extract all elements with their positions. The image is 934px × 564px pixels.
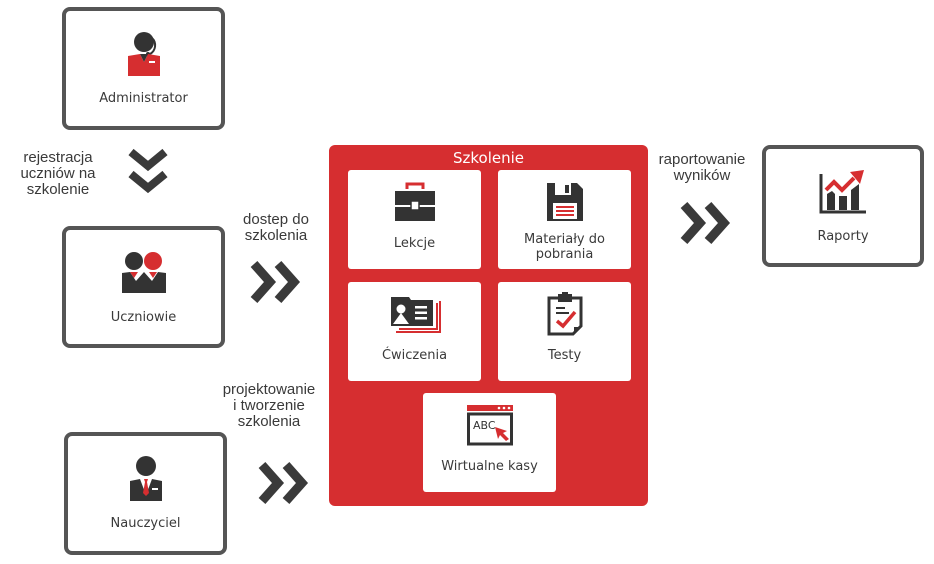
- actor-label: Administrator: [99, 91, 188, 106]
- module-label: Wirtualne kasy: [441, 459, 538, 474]
- actor-teacher: Nauczyciel: [64, 432, 227, 555]
- double-chevron-right-icon: [250, 261, 301, 303]
- browser-abc-cursor-icon: ABC: [460, 403, 520, 447]
- module-label: Ćwiczenia: [382, 348, 447, 363]
- flow-label-line: projektowanie: [222, 381, 316, 398]
- flow-label-reporting: raportowanie wyników: [652, 152, 752, 184]
- flow-label-design: projektowanie i tworzenie szkolenia: [214, 382, 324, 430]
- id-cards-icon: [385, 292, 445, 336]
- flow-label-registration: rejestracja uczniów na szkolenie: [8, 150, 108, 198]
- module-card-virtual-registers[interactable]: ABC Wirtualne kasy: [423, 393, 556, 492]
- module-label-line: Ćwiczenia: [381, 348, 448, 363]
- flow-label-line: rejestracja: [23, 149, 93, 166]
- module-label: Materiały do pobrania: [524, 232, 605, 262]
- module-label-line: Wirtualne kasy: [441, 459, 538, 474]
- floppy-disk-icon: [535, 180, 595, 224]
- module-label-line: Materiały do: [524, 232, 605, 247]
- actor-reports: Raporty: [762, 145, 924, 267]
- flow-label-line: raportowanie: [658, 151, 746, 168]
- actor-label: Uczniowie: [110, 310, 177, 325]
- flow-label-line: szkolenie: [26, 181, 90, 198]
- module-label: Lekcje: [394, 236, 435, 251]
- flow-label-line: szkolenia: [244, 227, 308, 244]
- actor-label: Raporty: [817, 229, 869, 244]
- briefcase-icon: [385, 180, 445, 224]
- teacher-icon: [116, 454, 176, 502]
- actor-administrator: Administrator: [62, 7, 225, 130]
- growth-chart-icon: [813, 167, 873, 215]
- flow-label-line: dostep do: [243, 211, 309, 228]
- clipboard-check-icon: [535, 292, 595, 336]
- module-card-exercises[interactable]: Ćwiczenia: [348, 282, 481, 381]
- module-label-line: Lekcje: [393, 236, 436, 251]
- module-card-lessons[interactable]: Lekcje: [348, 170, 481, 269]
- flow-label-line: wyników: [673, 167, 731, 184]
- svg-text:ABC: ABC: [473, 419, 496, 432]
- training-panel-title: Szkolenie: [452, 149, 525, 167]
- double-chevron-right-icon: [680, 202, 731, 244]
- actor-students: Uczniowie: [62, 226, 225, 348]
- module-label-line: Testy: [547, 348, 582, 363]
- flow-label-line: szkolenia: [237, 413, 301, 430]
- students-group-icon: [114, 248, 174, 296]
- module-card-tests[interactable]: Testy: [498, 282, 631, 381]
- module-card-materials[interactable]: Materiały do pobrania: [498, 170, 631, 269]
- flow-label-line: uczniów na: [20, 165, 96, 182]
- actor-label: Nauczyciel: [110, 516, 181, 531]
- module-label-line: pobrania: [535, 247, 594, 262]
- double-chevron-right-icon: [258, 462, 309, 504]
- double-chevron-down-icon: [128, 148, 168, 194]
- administrator-headset-icon: [114, 29, 174, 77]
- flow-label-line: i tworzenie: [233, 397, 305, 414]
- module-label: Testy: [548, 348, 581, 363]
- flow-label-access: dostep do szkolenia: [232, 212, 320, 244]
- training-panel: Szkolenie Lekcje: [329, 145, 648, 506]
